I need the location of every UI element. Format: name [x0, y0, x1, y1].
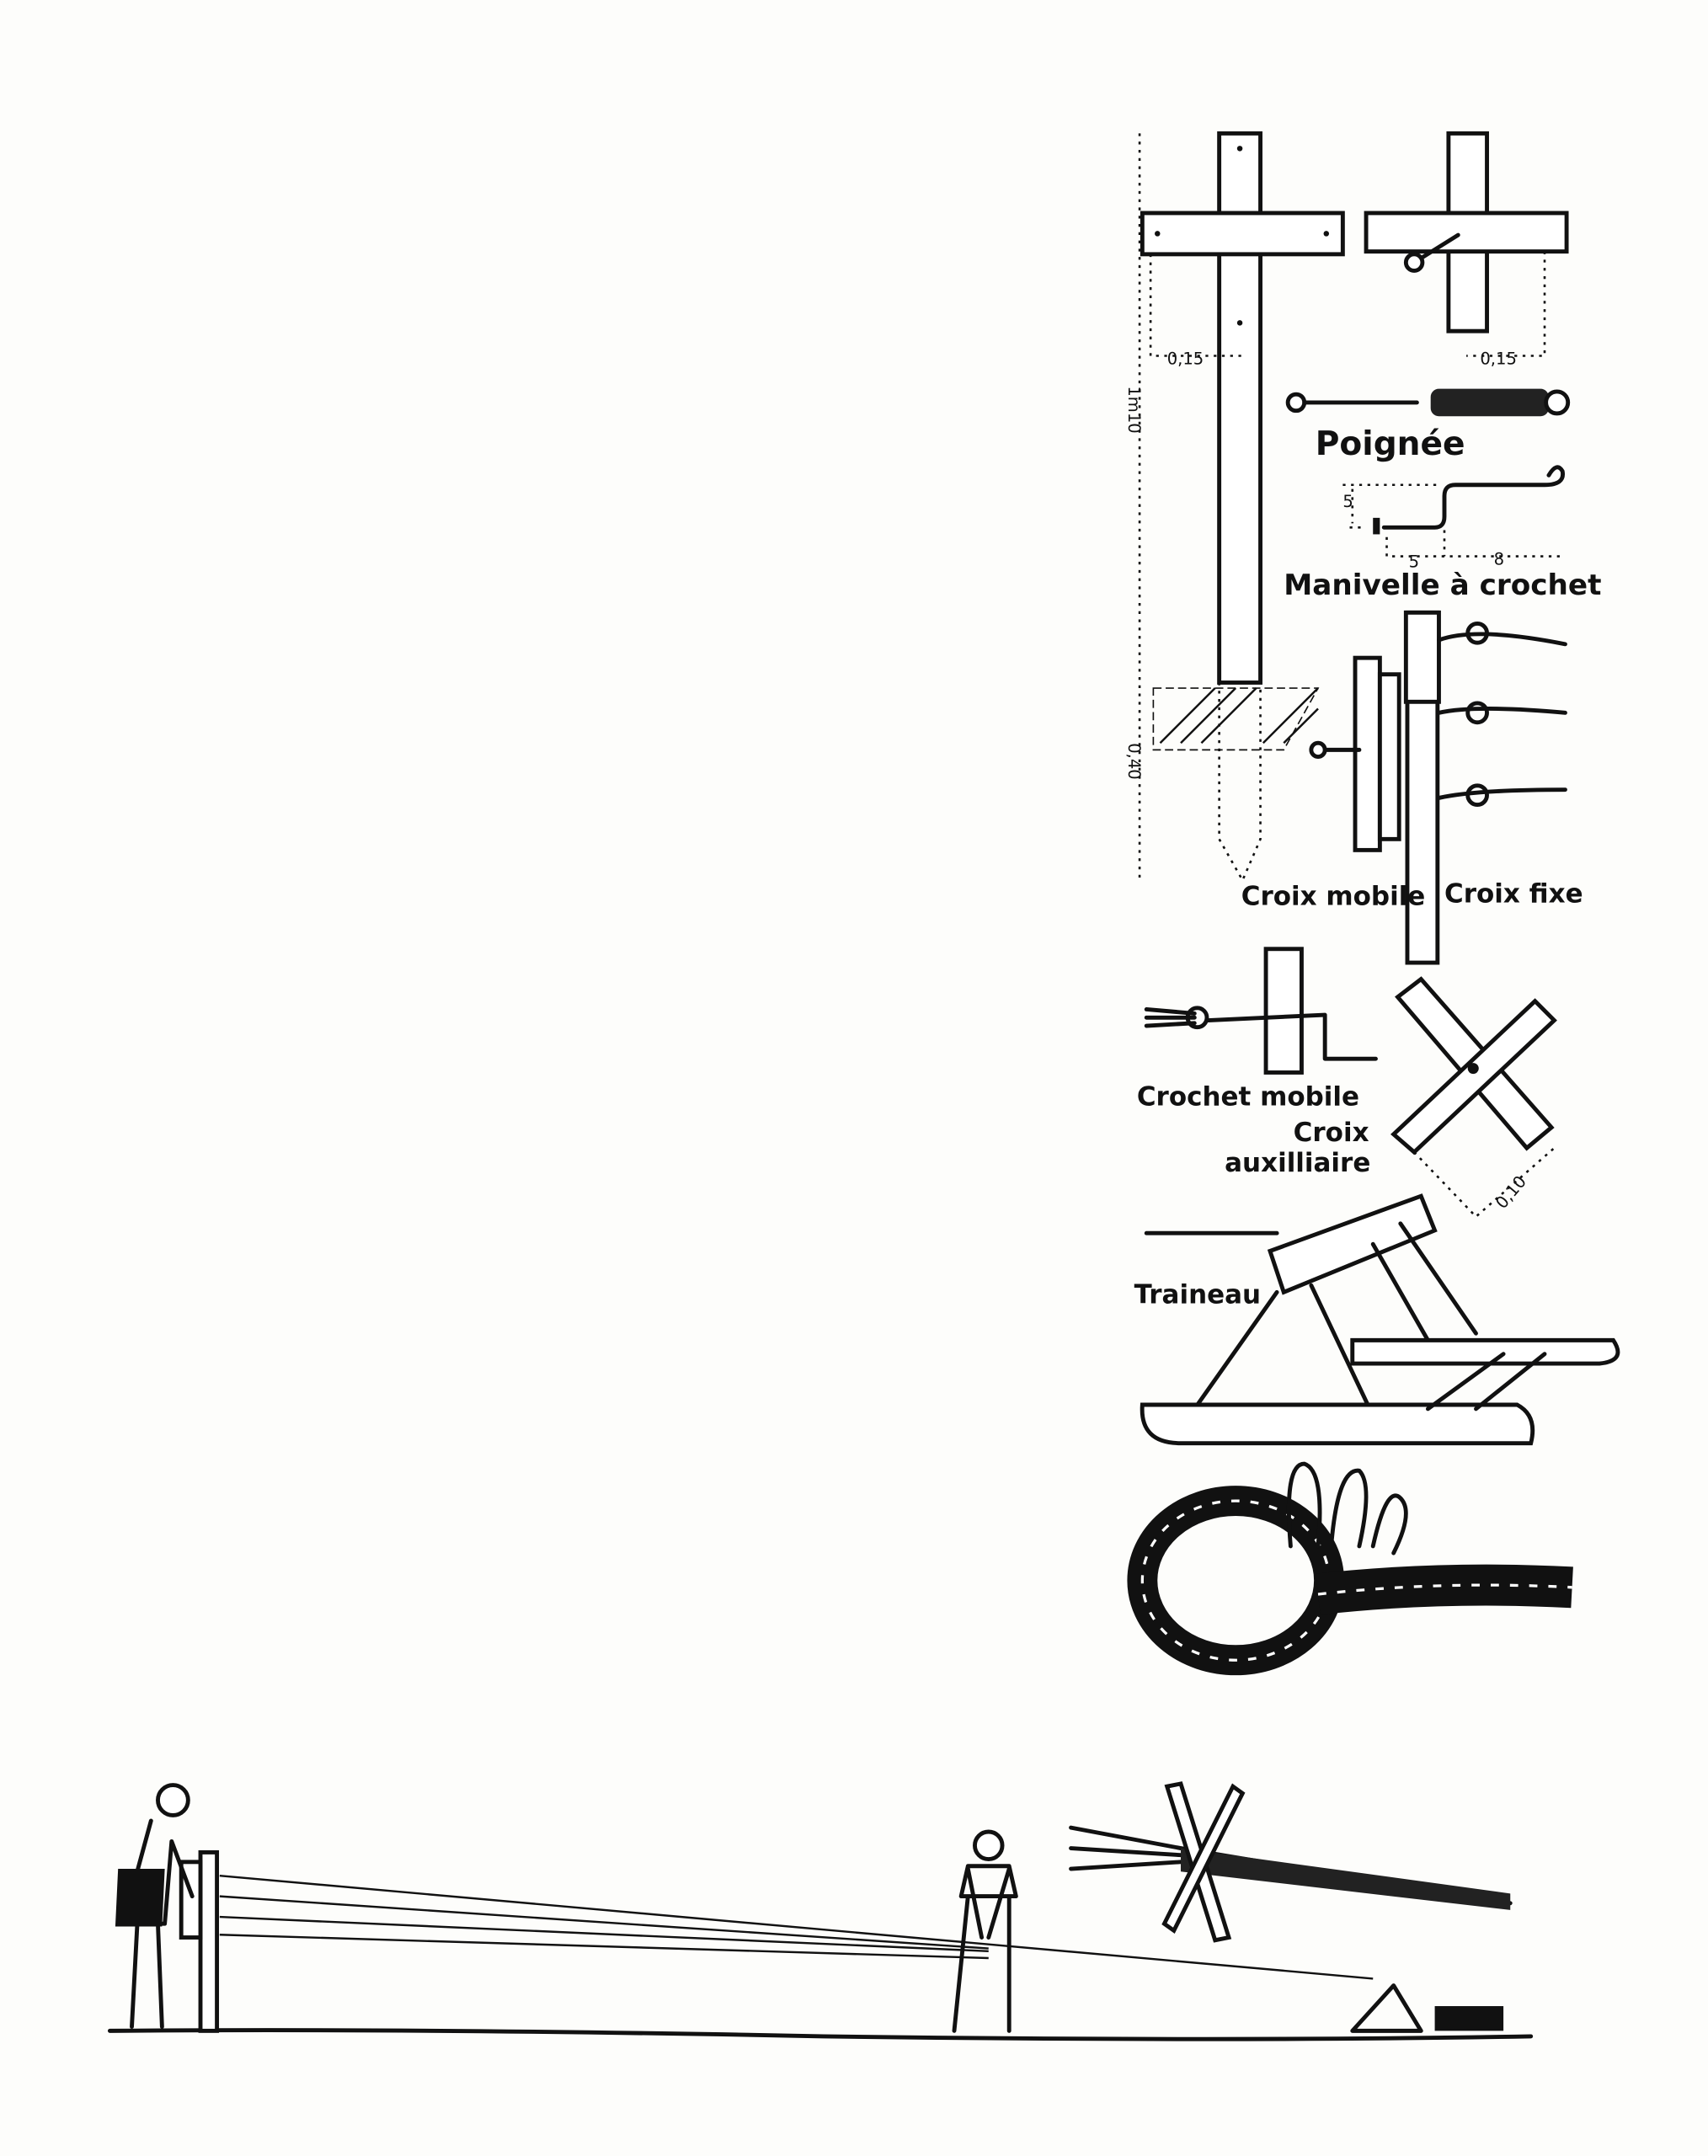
crochet-mobile-label: Crochet mobile	[1137, 1082, 1359, 1113]
crank-hook: 5 5 8 Manivelle à crochet	[1284, 465, 1601, 602]
traineau-label: Traineau	[1134, 1279, 1262, 1310]
croix-mobile-label: Croix mobile	[1241, 882, 1426, 912]
dim-cross-right: 0,15	[1480, 349, 1517, 368]
crochet-mobile: Crochet mobile	[1137, 947, 1378, 1113]
dim-cross-left: 0,15	[1167, 349, 1204, 368]
dim-crank-height: 5	[1342, 492, 1353, 511]
dim-post-height: 1m10	[1124, 386, 1144, 433]
dim-post-buried: 0,40	[1124, 743, 1144, 780]
rope-making-scene	[107, 1781, 1534, 2041]
traineau-sled: Traineau	[1134, 1193, 1620, 1446]
croix-aux-label-2: auxilliaire	[1225, 1148, 1370, 1178]
cross-with-handle: 0,15	[1364, 131, 1569, 368]
rope-splice-loop	[1127, 1461, 1573, 1676]
cross-assembly: Croix mobile Croix fixe	[1241, 610, 1583, 965]
handle-poignee: Poignée	[1285, 388, 1571, 463]
dim-aux: 0,10	[1492, 1172, 1530, 1213]
post-with-cross: 0,15 1m10 0,40	[1124, 131, 1345, 883]
croix-fixe-label: Croix fixe	[1444, 878, 1583, 909]
dim-crank-a: 5	[1409, 552, 1419, 572]
manivelle-label: Manivelle à crochet	[1284, 568, 1601, 602]
poignee-label: Poignée	[1316, 425, 1465, 463]
dim-crank-b: 8	[1494, 549, 1504, 568]
croix-aux-label-1: Croix	[1294, 1118, 1369, 1148]
